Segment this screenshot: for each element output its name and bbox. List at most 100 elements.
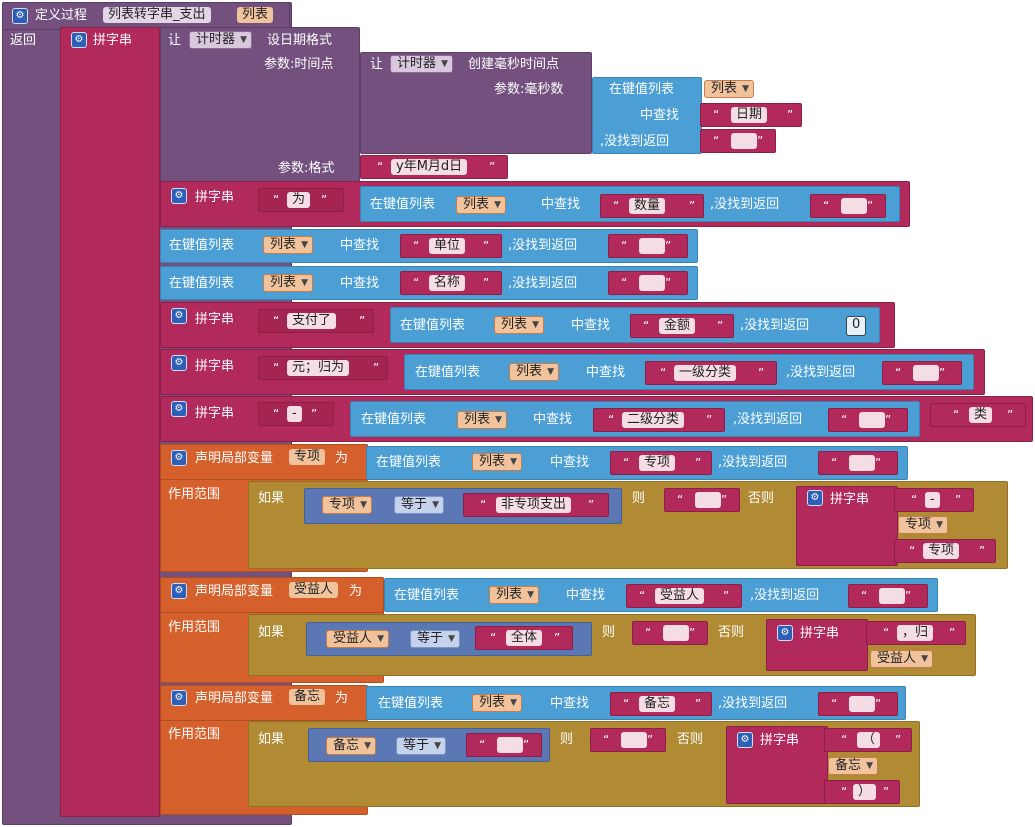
number-zero-field[interactable]: 0 <box>846 316 867 336</box>
text-block[interactable]: “ ” <box>828 408 908 432</box>
local-var-beneficiary-header[interactable]: ⚙ 声明局部变量 受益人 为 <box>160 577 384 613</box>
text-block[interactable]: “名称” <box>400 271 502 295</box>
text-block[interactable]: “非专项支出” <box>463 493 609 517</box>
var-get-beneficiary[interactable]: 受益人▼ <box>870 650 934 668</box>
list-variable[interactable]: 列表▼ <box>263 236 314 254</box>
scope-label: 作用范围 <box>168 620 221 635</box>
timer-dropdown[interactable]: 计时器▼ <box>189 31 253 49</box>
chevron-down-icon: ▼ <box>742 84 750 94</box>
text-block[interactable]: “日期” <box>700 103 802 127</box>
if-label: 如果 <box>258 491 285 506</box>
chevron-down-icon: ▼ <box>377 634 385 644</box>
gear-icon[interactable]: ⚙ <box>171 401 187 417</box>
lookup-date-block[interactable] <box>592 77 702 154</box>
var-get-special[interactable]: 专项▼ <box>322 496 373 514</box>
chevron-down-icon: ▼ <box>532 320 540 330</box>
var-get-beneficiary[interactable]: 受益人▼ <box>326 630 390 648</box>
text-block[interactable]: “）” <box>824 780 900 804</box>
text-block[interactable]: “受益人” <box>626 584 742 608</box>
text-block[interactable]: “，归” <box>866 621 966 645</box>
list-variable[interactable]: 列表▼ <box>456 196 507 214</box>
gear-icon[interactable]: ⚙ <box>71 32 87 48</box>
join-label: 拼字串 <box>195 312 235 327</box>
list-variable[interactable]: 列表▼ <box>457 411 508 429</box>
chevron-down-icon: ▼ <box>547 367 555 377</box>
text-block[interactable]: “金额” <box>630 314 734 338</box>
gear-icon[interactable]: ⚙ <box>171 308 187 324</box>
timer-dropdown[interactable]: 计时器▼ <box>390 55 454 73</box>
text-block[interactable]: “元；归为” <box>258 356 388 380</box>
list-variable[interactable]: 列表▼ <box>704 80 755 98</box>
text-block[interactable]: “ ” <box>700 129 776 153</box>
join-label: 拼字串 <box>830 492 870 507</box>
gear-icon[interactable]: ⚙ <box>171 355 187 371</box>
format-date-block[interactable] <box>160 27 360 183</box>
local-var-name[interactable]: 专项 <box>289 449 326 465</box>
gear-icon[interactable]: ⚙ <box>737 732 753 748</box>
list-variable[interactable]: 列表▼ <box>489 586 540 604</box>
gear-icon[interactable]: ⚙ <box>777 625 793 641</box>
gear-icon[interactable]: ⚙ <box>171 450 187 466</box>
date-format-text[interactable]: “y年M月d日” <box>360 155 508 179</box>
gear-icon[interactable]: ⚙ <box>171 690 187 706</box>
local-var-name[interactable]: 备忘 <box>289 689 326 705</box>
equals-dropdown[interactable]: 等于▼ <box>396 737 447 755</box>
text-block[interactable]: “支付了” <box>258 309 374 333</box>
not-found-label: ,没找到返回 <box>718 455 788 470</box>
text-block[interactable]: “-” <box>258 402 334 426</box>
local-var-name[interactable]: 受益人 <box>289 582 339 598</box>
gear-icon[interactable]: ⚙ <box>12 8 28 24</box>
text-block[interactable]: “一级分类” <box>645 361 777 385</box>
text-block[interactable]: “专项” <box>610 451 712 475</box>
text-block[interactable]: “备忘” <box>610 692 712 716</box>
text-block[interactable]: “ ” <box>664 488 740 512</box>
procedure-param[interactable]: 列表 <box>237 7 274 23</box>
equals-dropdown[interactable]: 等于▼ <box>394 496 445 514</box>
var-get-memo[interactable]: 备忘▼ <box>326 737 377 755</box>
text-block[interactable]: “全体” <box>475 626 573 650</box>
gear-icon[interactable]: ⚙ <box>807 490 823 506</box>
text-block[interactable]: “ ” <box>466 733 542 757</box>
list-variable[interactable]: 列表▼ <box>263 274 314 292</box>
chevron-down-icon: ▼ <box>364 741 372 751</box>
text-block[interactable]: “ ” <box>608 234 688 258</box>
text-block[interactable]: “数量” <box>600 194 704 218</box>
param-ms-label: 参数:毫秒数 <box>494 82 564 97</box>
scope-label: 作用范围 <box>168 487 221 502</box>
chevron-down-icon: ▼ <box>301 278 309 288</box>
lookup-label: 在键值列表 <box>169 276 235 291</box>
local-var-special-header[interactable]: ⚙ 声明局部变量 专项 为 <box>160 444 368 480</box>
text-block[interactable]: “-” <box>894 488 974 512</box>
gear-icon[interactable]: ⚙ <box>171 188 187 204</box>
text-block[interactable]: “ ” <box>810 194 886 218</box>
procedure-name-field[interactable]: 列表转字串_支出 <box>103 7 211 23</box>
text-block[interactable]: “ ” <box>608 271 688 295</box>
text-block[interactable]: “单位” <box>400 234 502 258</box>
text-block[interactable]: “ ” <box>882 361 962 385</box>
text-block[interactable]: “ ” <box>818 692 898 716</box>
list-variable[interactable]: 列表▼ <box>472 694 523 712</box>
text-block[interactable]: “为” <box>258 188 344 212</box>
text-block[interactable]: “ ” <box>818 451 898 475</box>
text-block[interactable]: “二级分类” <box>593 408 725 432</box>
text-block[interactable]: “ ” <box>632 621 708 645</box>
equals-dropdown[interactable]: 等于▼ <box>410 630 461 648</box>
param-instant-label: 参数:时间点 <box>264 57 334 72</box>
text-block[interactable]: “类” <box>930 403 1026 427</box>
chevron-down-icon: ▼ <box>921 654 929 664</box>
then-label: 则 <box>560 732 574 747</box>
main-join-block[interactable] <box>60 27 160 817</box>
list-variable[interactable]: 列表▼ <box>472 453 523 471</box>
list-variable[interactable]: 列表▼ <box>509 363 560 381</box>
text-block[interactable]: “ ” <box>848 584 928 608</box>
gear-icon[interactable]: ⚙ <box>171 583 187 599</box>
var-get-special[interactable]: 专项▼ <box>898 516 949 534</box>
var-get-memo[interactable]: 备忘▼ <box>828 757 879 775</box>
text-block[interactable]: “ ” <box>590 728 666 752</box>
text-block[interactable]: “专项” <box>894 539 996 563</box>
list-variable[interactable]: 列表▼ <box>494 316 545 334</box>
text-block[interactable]: “（” <box>824 728 912 752</box>
local-var-memo-header[interactable]: ⚙ 声明局部变量 备忘 为 <box>160 685 368 721</box>
procedure-header[interactable]: ⚙ 定义过程 列表转字串_支出 列表 <box>2 2 290 30</box>
as-label: 为 <box>335 691 349 706</box>
